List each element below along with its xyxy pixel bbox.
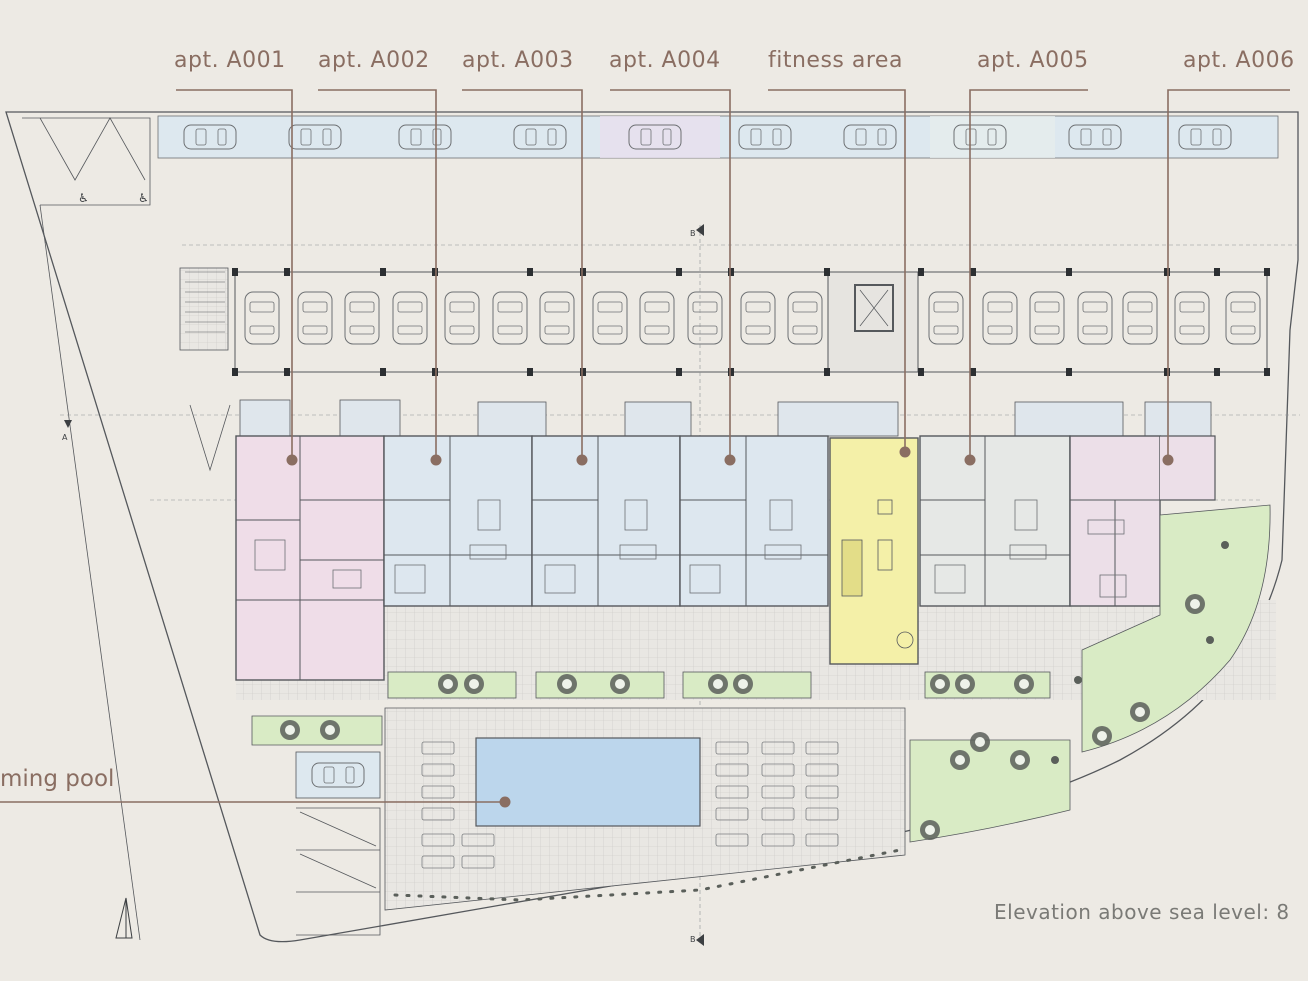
label-fitness-area: fitness area — [768, 48, 903, 73]
fitness-area-zone — [829, 437, 919, 665]
svg-text:B: B — [690, 229, 696, 238]
pool-deck — [384, 707, 906, 911]
label-apt-a003: apt. A003 — [462, 48, 574, 73]
svg-text:♿: ♿ — [78, 191, 89, 205]
apartment-a003-area — [531, 435, 681, 607]
leader-dots — [286, 446, 1174, 808]
apartment-a002-area — [383, 435, 533, 607]
apartment-a005-area — [919, 435, 1071, 607]
apartment-a001-area — [235, 435, 385, 681]
label-swimming-pool: ming pool — [0, 766, 115, 792]
section-markers: B B A — [62, 224, 704, 946]
svg-text:B: B — [690, 935, 696, 944]
north-arrow-icon — [115, 897, 133, 939]
accessible-parking-icons: ♿♿ — [78, 191, 149, 205]
svg-text:A: A — [62, 433, 68, 442]
swimming-pool — [475, 737, 701, 827]
svg-text:♿: ♿ — [138, 191, 149, 205]
elevation-note: Elevation above sea level: 8 — [994, 900, 1290, 924]
covered-parking-row — [179, 267, 1270, 376]
lower-left-parking — [295, 751, 381, 936]
leader-lines — [0, 89, 1290, 803]
label-apt-a002: apt. A002 — [318, 48, 430, 73]
label-apt-a005: apt. A005 — [977, 48, 1089, 73]
label-apt-a001: apt. A001 — [174, 48, 286, 73]
label-apt-a004: apt. A004 — [609, 48, 721, 73]
apartment-a006-area — [1069, 435, 1216, 607]
landscaping — [280, 541, 1229, 902]
apartment-a004-area — [679, 435, 829, 607]
furniture — [254, 499, 1127, 598]
ramp-lines — [39, 117, 231, 472]
top-parking-strip — [157, 115, 1279, 159]
storage-units — [239, 399, 1212, 437]
label-apt-a006: apt. A006 — [1183, 48, 1295, 73]
